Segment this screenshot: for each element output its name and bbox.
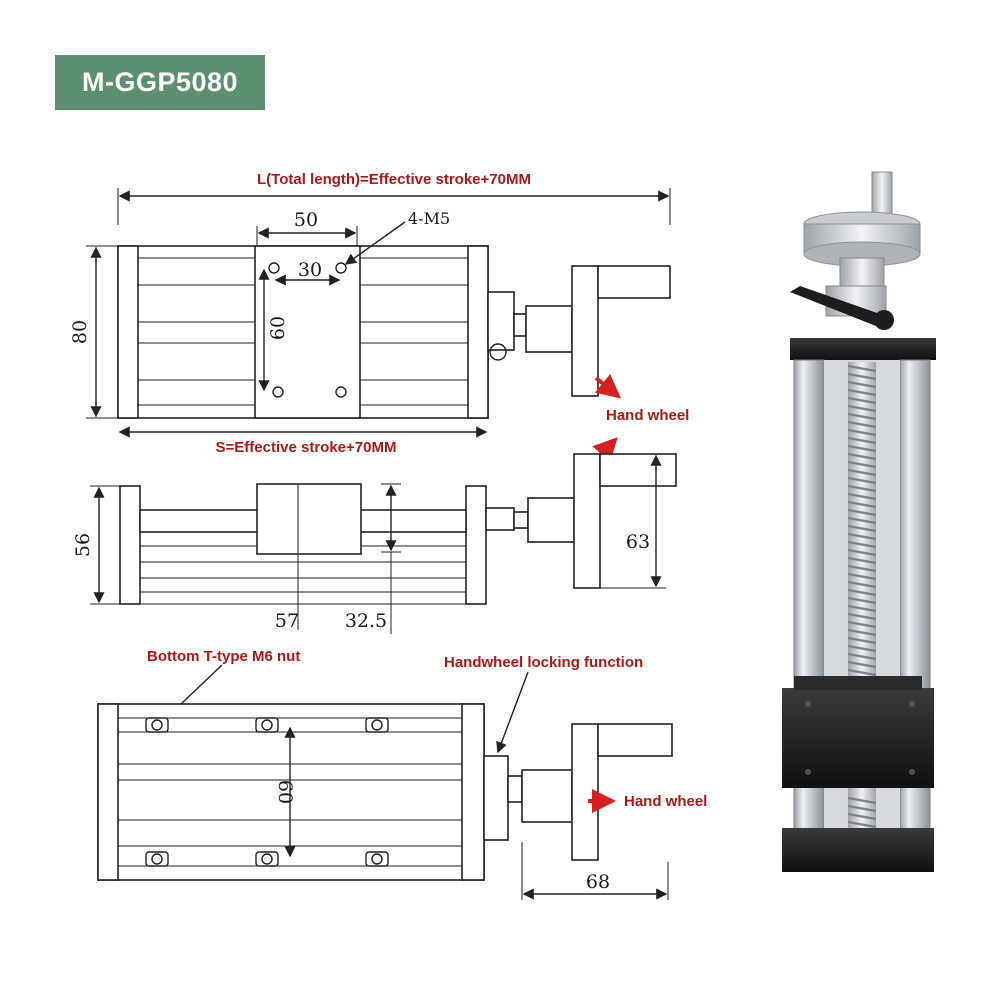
dim-68: 68 (586, 871, 610, 893)
screw-thread (847, 540, 877, 549)
screw-thread (847, 596, 877, 605)
screw-thread (847, 364, 877, 373)
screw-thread (847, 612, 877, 621)
screw-thread (847, 532, 877, 541)
screw-thread (847, 572, 877, 581)
screw-thread (847, 652, 877, 661)
dim-32-5: 32.5 (345, 610, 387, 632)
side-view: 57 32.5 56 63 (72, 453, 677, 634)
screw-thread (847, 556, 877, 565)
dim-56: 56 (72, 533, 94, 557)
screw-thread (847, 452, 877, 461)
screw-thread (847, 804, 877, 813)
t-nut-icons (145, 717, 389, 867)
screw-thread (847, 668, 877, 677)
screw-thread (847, 436, 877, 445)
top-view: L(Total length)=Effective stroke+70MM 50 (69, 171, 671, 456)
screw-thread (847, 644, 877, 653)
screw-thread (847, 492, 877, 501)
linear-stage-photo (782, 171, 936, 872)
screw-thread (847, 548, 877, 557)
screw-label: 4-M5 (408, 209, 450, 228)
screw-thread (847, 412, 877, 421)
dim-60-top: 60 (267, 316, 289, 340)
screw-thread (847, 420, 877, 429)
screw-thread (847, 628, 877, 637)
effective-stroke-label: S=Effective stroke+70MM (216, 439, 397, 456)
dim-30: 30 (298, 259, 322, 281)
screw-thread (847, 508, 877, 517)
screw-thread (847, 524, 877, 533)
screw-thread (847, 820, 877, 829)
hand-wheel-label-top: Hand wheel (606, 407, 689, 424)
model-badge: M-GGP5080 (55, 55, 265, 110)
dim-80: 80 (69, 320, 91, 344)
dim-50: 50 (294, 209, 318, 231)
screw-thread (847, 460, 877, 469)
screw-thread (847, 660, 877, 669)
screw-thread (847, 796, 877, 805)
screw-thread (847, 444, 877, 453)
screw-thread (847, 500, 877, 509)
screw-thread (847, 516, 877, 525)
screw-thread (847, 484, 877, 493)
screw-thread (847, 636, 877, 645)
screw-thread (847, 372, 877, 381)
screw-thread (847, 388, 877, 397)
total-length-label: L(Total length)=Effective stroke+70MM (257, 171, 531, 188)
dim-60-bottom: 60 (274, 780, 296, 804)
screw-thread (847, 476, 877, 485)
bottom-view: Bottom T-type M6 nut Handwheel locking f… (97, 648, 673, 900)
screw-thread (847, 428, 877, 437)
screw-thread (847, 604, 877, 613)
screw-thread (847, 468, 877, 477)
dim-57: 57 (275, 610, 299, 632)
screw-thread (847, 564, 877, 573)
nut-label: Bottom T-type M6 nut (147, 648, 300, 665)
screw-thread (847, 580, 877, 589)
screw-thread (847, 404, 877, 413)
lock-label: Handwheel locking function (444, 654, 643, 671)
screw-thread (847, 396, 877, 405)
screw-thread (847, 380, 877, 389)
screw-thread (847, 812, 877, 821)
screw-thread (847, 588, 877, 597)
dim-63: 63 (626, 531, 650, 553)
screw-thread (847, 620, 877, 629)
hand-wheel-label-bottom: Hand wheel (624, 793, 707, 810)
